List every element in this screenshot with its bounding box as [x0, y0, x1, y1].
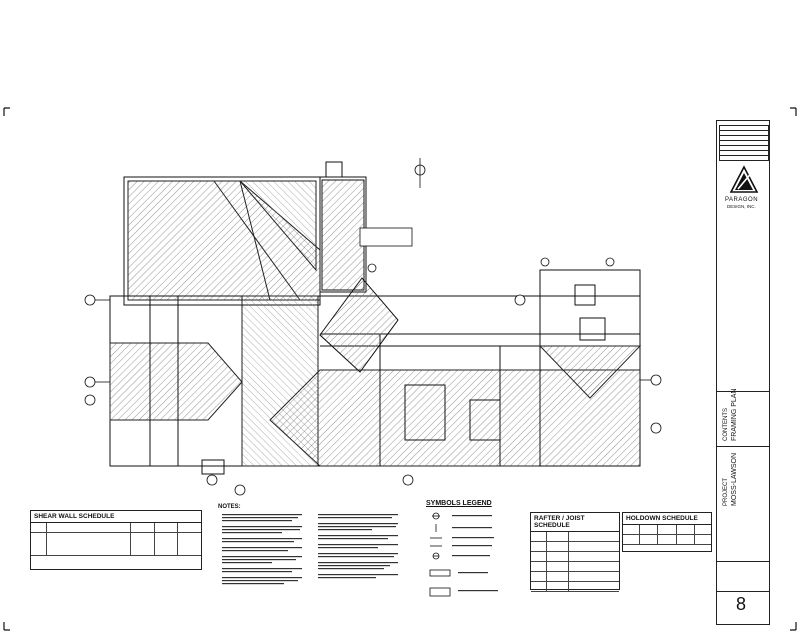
shear-wall-schedule-title: SHEAR WALL SCHEDULE — [31, 511, 201, 523]
callout-box — [359, 227, 413, 247]
project-label: PROJECT — [723, 477, 729, 506]
symbols-legend — [429, 512, 498, 597]
revision-table — [719, 125, 769, 161]
symbols-legend-title: SYMBOLS LEGEND — [426, 500, 492, 507]
right-wing — [538, 269, 642, 467]
contents-label: CONTENTS — [723, 408, 729, 441]
shear-wall-schedule: SHEAR WALL SCHEDULE — [30, 510, 202, 570]
company-name: PARAGON — [725, 197, 759, 203]
holdown-schedule-title: HOLDOWN SCHEDULE — [623, 513, 711, 525]
upper-middle-block — [319, 161, 367, 293]
framing-plan-drawing — [84, 158, 662, 496]
grid-markers — [84, 158, 662, 496]
paragon-logo-icon — [729, 165, 759, 193]
rafter-joist-schedule-title: RAFTER / JOIST SCHEDULE — [531, 513, 619, 532]
rafter-joist-schedule: RAFTER / JOIST SCHEDULE — [530, 512, 620, 592]
sheet-label: FRAMING PLAN — [731, 388, 738, 441]
notes-heading: NOTES: — [218, 504, 241, 510]
title-block: PARAGON DESIGN, INC. CONTENTS FRAMING PL… — [716, 120, 770, 625]
upper-left-wing — [123, 176, 321, 306]
project-name: MOSS-LAWSON — [731, 452, 738, 506]
center-body — [241, 295, 641, 467]
holdown-schedule: HOLDOWN SCHEDULE — [622, 512, 712, 552]
notes-text-block — [222, 514, 398, 585]
angled-bay — [319, 277, 399, 373]
company-subtitle: DESIGN, INC. — [727, 204, 756, 209]
left-lower-wing — [109, 295, 243, 475]
sheet-number: 8 — [736, 594, 747, 614]
